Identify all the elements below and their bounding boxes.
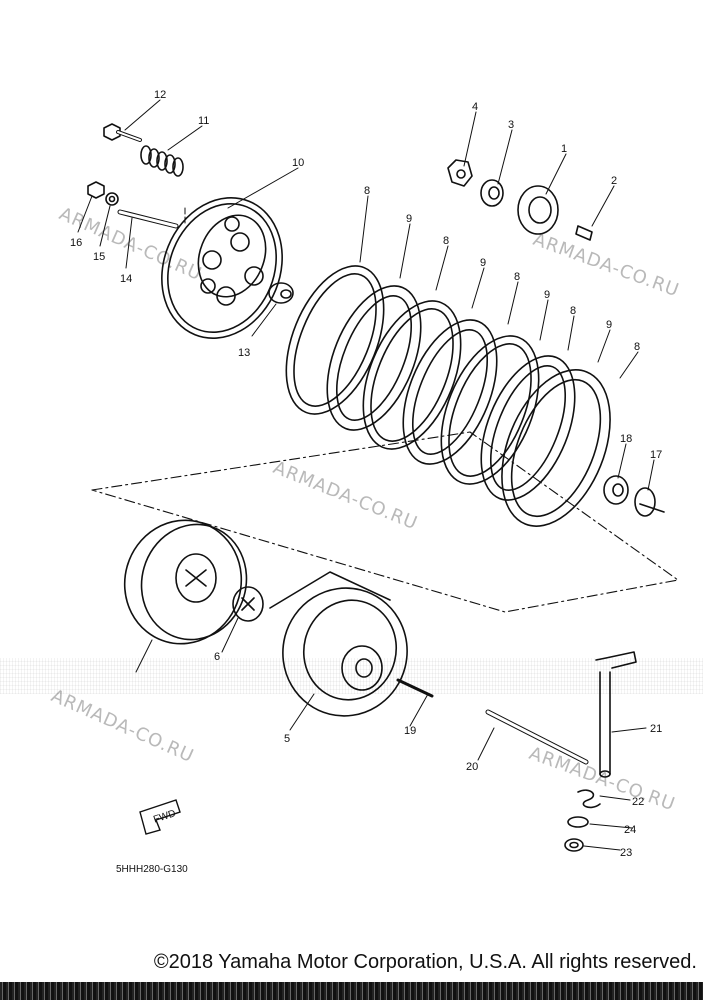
- callout: 3: [508, 119, 514, 131]
- fwd-arrow-icon: FWD: [139, 799, 181, 835]
- watermark: ARMADA-CO.RU: [530, 229, 682, 301]
- pressure-plate-part: [161, 196, 283, 340]
- circlip-bushing-parts: [603, 475, 665, 517]
- callout: 21: [650, 723, 662, 735]
- push-rod-parts: [396, 678, 589, 765]
- leader-lines: [77, 99, 655, 851]
- callout: 13: [238, 347, 250, 359]
- callout: 20: [466, 761, 478, 773]
- lock-washer-part: [232, 586, 264, 622]
- callout-numbers: 1 2 3 4 5 6 8 9 8 9 8 9 8 9 8 10 11 12 1…: [70, 89, 662, 859]
- callout: 10: [292, 157, 304, 169]
- callout: 5: [284, 733, 290, 745]
- callout: 11: [198, 115, 209, 127]
- friction-plates: [285, 265, 611, 527]
- callout: 8: [570, 305, 576, 317]
- callout: 9: [480, 257, 486, 269]
- callout: 2: [611, 175, 617, 187]
- callout: 24: [624, 824, 636, 836]
- clutch-housing-part: [269, 571, 408, 717]
- callout: 6: [214, 651, 220, 663]
- callout: 22: [632, 796, 644, 808]
- callout: 1: [561, 143, 567, 155]
- callout: 12: [154, 89, 166, 101]
- washer-part: [268, 282, 294, 304]
- callout: 8: [514, 271, 520, 283]
- callout: 16: [70, 237, 82, 249]
- callout: 9: [606, 319, 612, 331]
- push-lever-part: [595, 651, 637, 778]
- callout: 8: [364, 185, 370, 197]
- callout: 19: [404, 725, 416, 737]
- nut-washer-gear-parts: [447, 159, 593, 241]
- callout: 9: [406, 213, 412, 225]
- bolt-part: [103, 123, 142, 142]
- bottom-border: [0, 982, 703, 1000]
- callout: 9: [544, 289, 550, 301]
- watermark: ARMADA-CO.RU: [270, 457, 421, 534]
- callout: 8: [443, 235, 449, 247]
- copyright-notice: ©2018 Yamaha Motor Corporation, U.S.A. A…: [153, 951, 697, 973]
- clutch-boss-part: [123, 519, 248, 645]
- diagram-code: 5HHH280-G130: [116, 864, 188, 875]
- spring-washer-seal-parts: [564, 789, 601, 852]
- callout: 17: [650, 449, 662, 461]
- callout: 8: [634, 341, 640, 353]
- callout: 14: [120, 273, 132, 285]
- callout: 4: [472, 101, 478, 113]
- callout: 18: [620, 433, 632, 445]
- watermark: ARMADA-CO.RU: [48, 685, 197, 767]
- assembly-outline: [91, 431, 679, 613]
- spring-part: [140, 145, 184, 177]
- watermark: ARMADA-CO.RU: [526, 743, 678, 815]
- callout: 23: [620, 847, 632, 859]
- stud-bolt-part: [87, 181, 179, 229]
- callout: 15: [93, 251, 105, 263]
